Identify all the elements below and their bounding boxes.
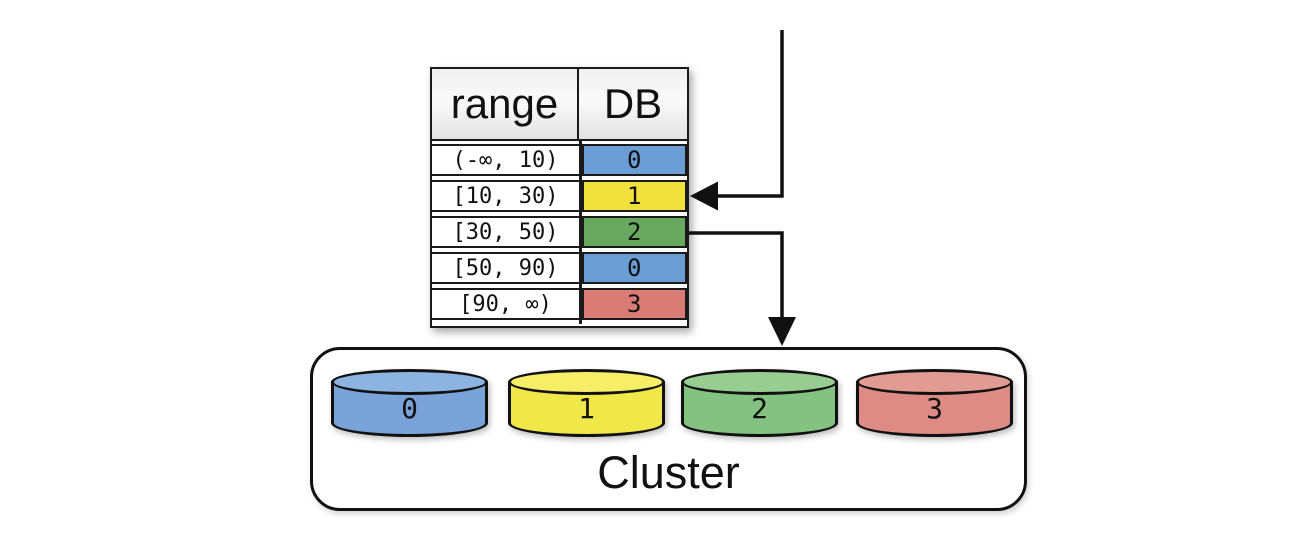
- database-label: 2: [751, 392, 768, 425]
- database-label: 3: [926, 392, 943, 425]
- column-divider: [579, 141, 582, 324]
- cylinder-top: [331, 369, 488, 395]
- range-cell: [30, 50): [432, 216, 579, 248]
- table-header-row: range DB: [432, 69, 687, 141]
- range-cell: [10, 30): [432, 180, 579, 212]
- db-cell: 0: [581, 144, 687, 176]
- database-label: 1: [578, 392, 595, 425]
- table-row: [50, 90) 0: [432, 252, 687, 284]
- database-cylinder-1: 1: [508, 369, 665, 437]
- range-db-table: range DB (-∞, 10) 0 [10, 30) 1 [30, 50) …: [430, 67, 689, 328]
- range-cell: [50, 90): [432, 252, 579, 284]
- table-row: [10, 30) 1: [432, 180, 687, 212]
- db-cell: 2: [581, 216, 687, 248]
- db-cell: 0: [581, 252, 687, 284]
- table-row: (-∞, 10) 0: [432, 144, 687, 176]
- cluster-box: 0 1 2 3 Cluster: [310, 347, 1027, 511]
- query-in-arrow: [690, 30, 784, 211]
- table-row: [90, ∞) 3: [432, 288, 687, 320]
- table-body: (-∞, 10) 0 [10, 30) 1 [30, 50) 2 [50, 90…: [432, 141, 687, 324]
- db-cell: 3: [581, 288, 687, 320]
- column-header-range: range: [432, 69, 579, 139]
- column-header-db: DB: [603, 80, 663, 127]
- database-cylinder-2: 2: [681, 369, 838, 437]
- database-label: 0: [401, 392, 418, 425]
- cylinder-top: [681, 369, 838, 395]
- database-cylinder-0: 0: [331, 369, 488, 437]
- range-cell: [90, ∞): [432, 288, 579, 320]
- table-row: [30, 50) 2: [432, 216, 687, 248]
- cylinder-top: [508, 369, 665, 395]
- database-cylinder-3: 3: [856, 369, 1013, 437]
- cluster-label: Cluster: [597, 447, 740, 498]
- cylinder-top: [856, 369, 1013, 395]
- db-cell: 1: [581, 180, 687, 212]
- route-to-cluster-arrow: [689, 231, 796, 346]
- range-cell: (-∞, 10): [432, 144, 579, 176]
